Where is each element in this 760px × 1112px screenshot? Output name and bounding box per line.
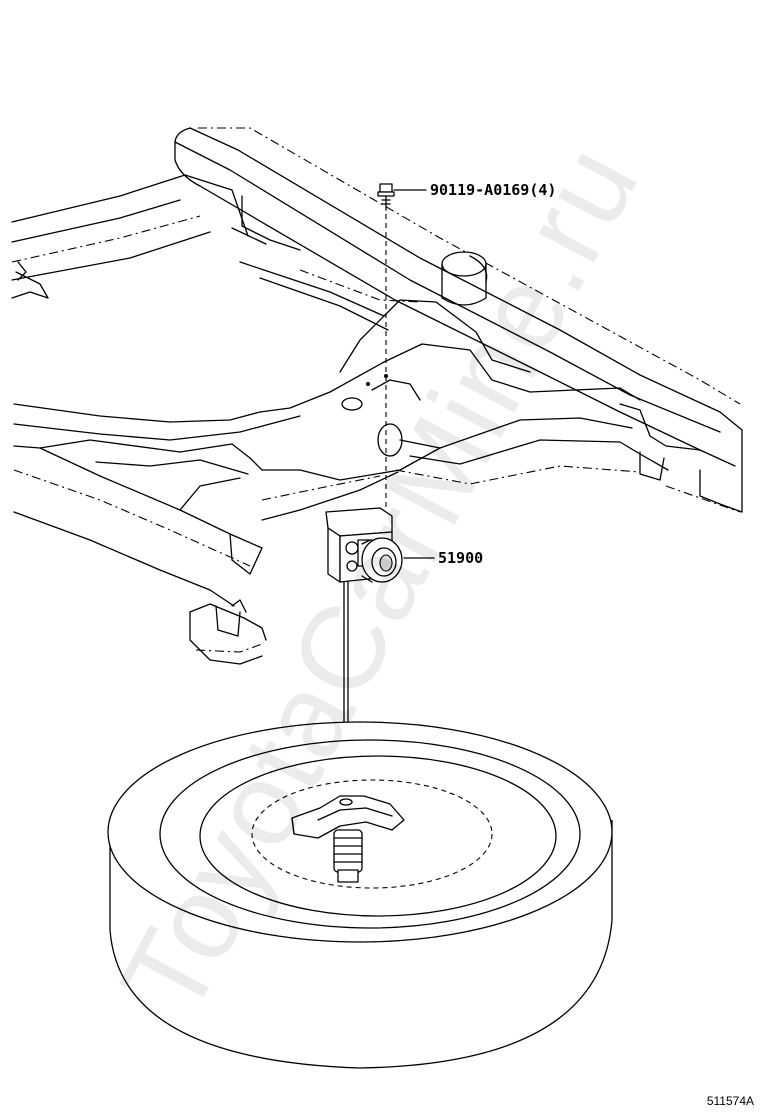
callout-bolt-label: 90119-A0169(4): [430, 181, 556, 199]
tire-hanger-icon: [291, 795, 405, 883]
callout-carrier-label: 51900: [438, 549, 483, 567]
illustration-number: 511574A: [706, 1094, 754, 1108]
spare-tire-icon: [107, 721, 613, 1069]
bolt-icon: [377, 183, 395, 211]
spare-tire-carrier-icon: [325, 507, 403, 583]
chassis-frame: [11, 127, 743, 665]
